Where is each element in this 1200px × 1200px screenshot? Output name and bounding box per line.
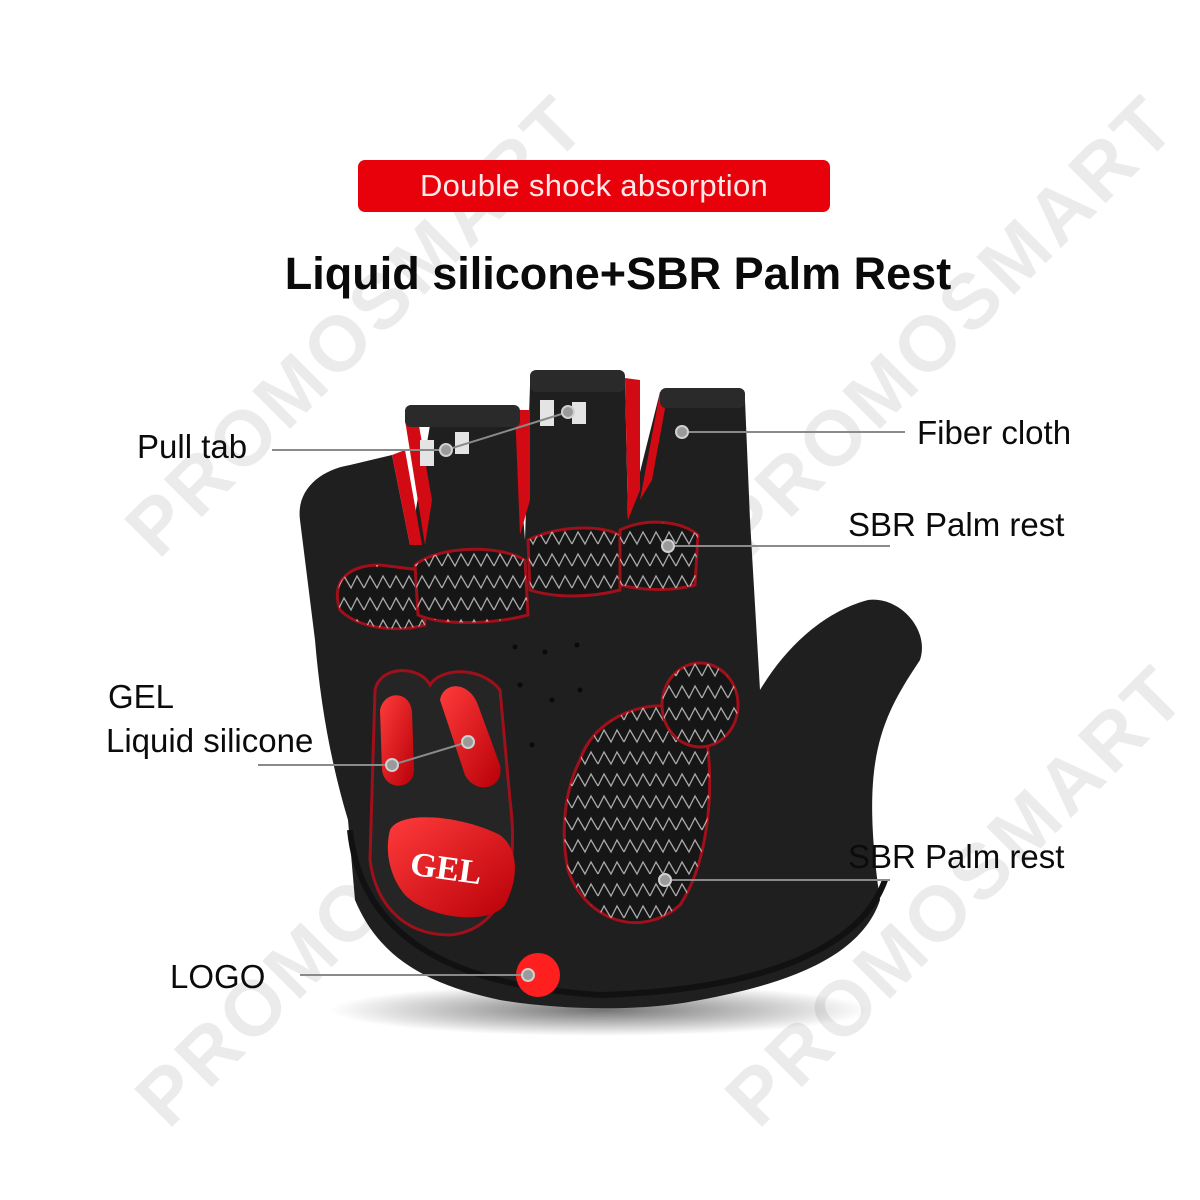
logo-dot [516, 953, 560, 997]
gel-pad [387, 817, 515, 918]
upper-sbr-pads [335, 520, 700, 631]
callout-sbr-palm-rest-lower: SBR Palm rest [848, 838, 1065, 875]
callout-pull-tab: Pull tab [137, 428, 248, 465]
page-title: Liquid silicone+SBR Palm Rest [284, 248, 952, 299]
callout-gel-line2: Liquid silicone [106, 722, 314, 759]
callout-gel-line1: GEL [108, 678, 175, 715]
callout-fiber-cloth: Fiber cloth [917, 414, 1072, 451]
callout-sbr-palm-rest-upper: SBR Palm rest [848, 506, 1065, 543]
pull-tab-1 [420, 440, 434, 466]
feature-badge: Double shock absorption [358, 160, 830, 212]
callout-logo: LOGO [170, 958, 266, 995]
